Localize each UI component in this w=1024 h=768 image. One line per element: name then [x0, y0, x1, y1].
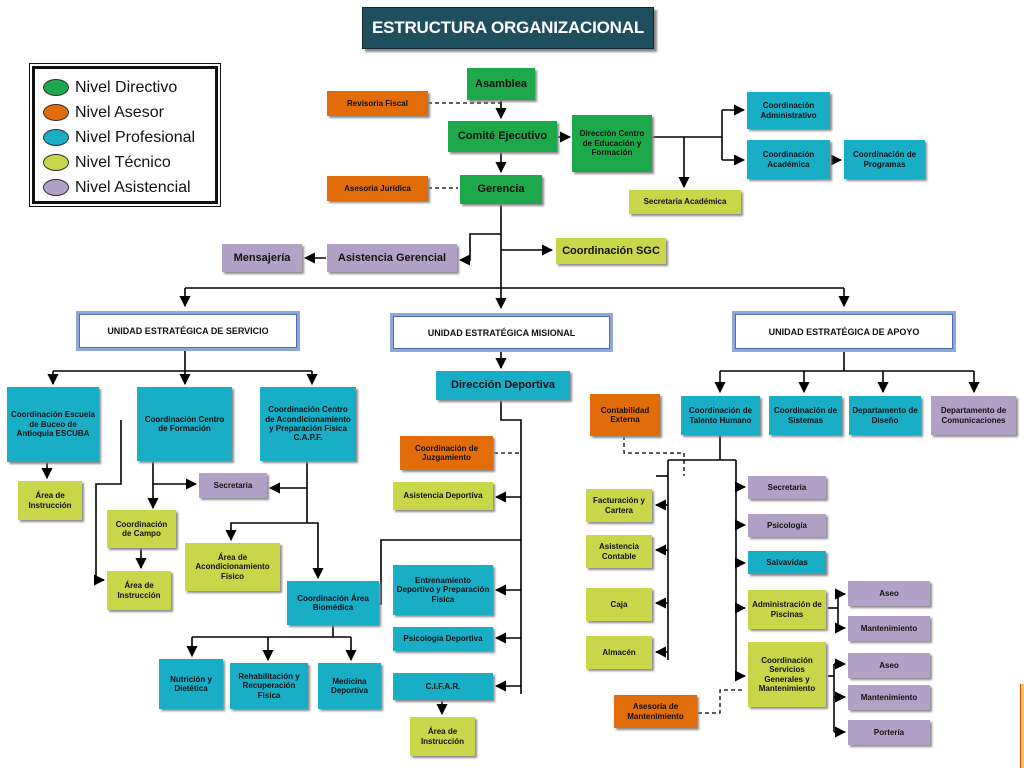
node-coord-programas: Coordinación de Programas — [844, 140, 925, 179]
legend: Nivel Directivo Nivel Asesor Nivel Profe… — [29, 63, 221, 207]
node-gerencia: Gerencia — [460, 175, 542, 204]
node-psicologia: Psicología — [748, 514, 826, 537]
node-coord-servicios-generales: Coordinación Servicios Generales y Mante… — [748, 642, 826, 707]
node-entrenamiento: Entrenamiento Deportivo y Preparación Fí… — [393, 565, 493, 615]
legend-swatch-tecnico — [43, 154, 69, 171]
unit-misional: UNIDAD ESTRATÉGICA MISIONAL — [390, 313, 613, 352]
node-caja: Caja — [586, 588, 652, 621]
node-coordinacion-sgc: Coordinación SGC — [556, 238, 666, 264]
node-secretaria-academica: Secretaria Académica — [629, 190, 741, 214]
node-direccion-deportiva: Dirección Deportiva — [436, 371, 570, 400]
node-area-instruccion-cifar: Área de Instrucción — [410, 717, 475, 756]
node-admin-piscinas: Administración de Piscinas — [748, 590, 826, 629]
node-cifar: C.I.F.A.R. — [393, 673, 493, 700]
node-coord-capf: Coordinación Centro de Acondicionamiento… — [260, 387, 356, 461]
node-mantenimiento-servicios: Mantenimiento — [848, 685, 930, 710]
node-asesoria-mantenimiento: Asesoría de Mantenimiento — [614, 695, 697, 728]
legend-swatch-asesor — [43, 104, 69, 121]
node-coord-escuba: Coordinación Escuela de Buceo de Antioqu… — [7, 387, 99, 462]
node-coord-campo: Coordinación de Campo — [107, 510, 176, 548]
node-asistencia-gerencial: Asistencia Gerencial — [327, 244, 457, 272]
node-direccion-centro: Dirección Centro de Educación y Formació… — [572, 115, 652, 172]
unit-apoyo: UNIDAD ESTRATÉGICA DE APOYO — [732, 311, 956, 352]
node-depto-comunicaciones: Departamento de Comunicaciones — [931, 396, 1016, 435]
legend-label: Nivel Directivo — [75, 78, 178, 96]
node-psicologia-deportiva: Psicología Deportiva — [393, 627, 493, 651]
node-porteria: Portería — [848, 720, 930, 745]
page-title: ESTRUCTURA ORGANIZACIONAL — [362, 7, 654, 49]
node-coord-academica: Coordinación Académica — [747, 140, 830, 179]
node-facturacion-cartera: Facturación y Cartera — [586, 489, 652, 522]
legend-label: Nivel Profesional — [75, 128, 196, 146]
legend-swatch-asistencial — [43, 179, 69, 196]
node-almacen: Almacén — [586, 636, 652, 669]
legend-item-asesor: Nivel Asesor — [43, 100, 207, 125]
node-mensajeria: Mensajería — [222, 244, 302, 272]
node-secretaria-apoyo: Secretaria — [748, 476, 826, 499]
legend-item-directivo: Nivel Directivo — [43, 75, 207, 100]
legend-swatch-directivo — [43, 79, 69, 96]
node-coord-sistemas: Coordinación de Sistemas — [769, 396, 842, 435]
node-coord-talento-humano: Coordinación de Talento Humano — [681, 396, 760, 435]
legend-swatch-profesional — [43, 129, 69, 146]
node-depto-diseno: Departamento de Diseño — [849, 396, 921, 435]
node-salvavidas: Salvavidas — [748, 551, 826, 574]
legend-label: Nivel Técnico — [75, 153, 171, 171]
legend-item-tecnico: Nivel Técnico — [43, 150, 207, 175]
node-area-acondicionamiento: Área de Acondicionamiento Físico — [185, 543, 280, 591]
node-asamblea: Asamblea — [467, 68, 535, 100]
node-area-instruccion-formacion: Área de Instrucción — [107, 571, 171, 610]
node-rehabilitacion: Rehabilitación y Recuperación Física — [230, 663, 308, 709]
unit-servicio: UNIDAD ESTRATÉGICA DE SERVICIO — [76, 311, 300, 351]
legend-item-profesional: Nivel Profesional — [43, 125, 207, 150]
node-area-instruccion-escuba: Área de Instrucción — [18, 481, 82, 520]
node-asistencia-deportiva: Asistencia Deportiva — [393, 482, 493, 510]
node-nutricion: Nutrición y Dietética — [159, 659, 223, 709]
node-mantenimiento-piscinas: Mantenimiento — [848, 616, 930, 641]
node-asistencia-contable: Asistencia Contable — [586, 535, 652, 568]
node-coord-juzgamiento: Coordinación de Juzgamiento — [400, 436, 493, 470]
node-asesoria-juridica: Asesoria Jurídica — [327, 176, 428, 201]
node-aseo-servicios: Aseo — [848, 653, 930, 678]
legend-label: Nivel Asistencial — [75, 178, 191, 196]
node-aseo-piscinas: Aseo — [848, 581, 930, 606]
node-contabilidad-externa: Contabilidad Externa — [590, 394, 660, 436]
node-medicina-deportiva: Medicina Deportiva — [318, 663, 381, 709]
edge-decoration — [1020, 684, 1024, 768]
node-coord-centro-formacion: Coordinación Centro de Formación — [137, 387, 232, 461]
node-comite-ejecutivo: Comité Ejecutivo — [448, 121, 557, 152]
node-secretaria-servicio: Secretaria — [199, 473, 267, 498]
node-revisoria-fiscal: Revisoria Fiscal — [327, 91, 428, 116]
node-coord-biomedica: Coordinación Área Biomédica — [287, 581, 379, 625]
legend-label: Nivel Asesor — [75, 103, 164, 121]
legend-item-asistencial: Nivel Asistencial — [43, 175, 207, 200]
node-coord-administrativo: Coordinación Administrativo — [747, 92, 830, 129]
